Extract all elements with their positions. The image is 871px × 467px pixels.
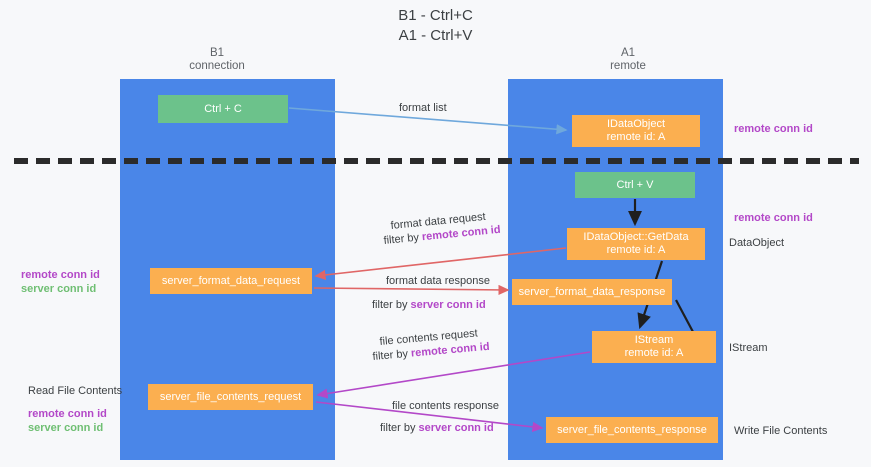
annotation-left-format-keys: remote conn id server conn id bbox=[21, 268, 100, 296]
node-idataobject-getdata[interactable]: IDataObject::GetData remote id: A bbox=[567, 228, 705, 260]
edge-label-file-contents-response: file contents response bbox=[392, 400, 500, 412]
filter-prefix: filter by bbox=[380, 422, 419, 434]
node-idataobject[interactable]: IDataObject remote id: A bbox=[572, 115, 700, 147]
column-header-b1-role: connection bbox=[189, 60, 245, 72]
column-header-a1-name: A1 bbox=[620, 47, 636, 59]
node-idataobject-sub: remote id: A bbox=[606, 131, 666, 143]
filter-key-server-conn-id: server conn id bbox=[410, 299, 486, 311]
annotation-left-file-remote: remote conn id bbox=[28, 408, 107, 420]
node-idataobject-label: IDataObject bbox=[606, 118, 666, 130]
title-line-2: A1 - Ctrl+V bbox=[398, 27, 473, 44]
annotation-left-format-remote: remote conn id bbox=[21, 269, 100, 281]
node-idataobject-getdata-label: IDataObject::GetData bbox=[583, 231, 689, 243]
page-title: B1 - Ctrl+C A1 - Ctrl+V bbox=[0, 6, 871, 46]
annotation-left-format-server: server conn id bbox=[21, 283, 97, 295]
annotation-remote-conn-id-mid: remote conn id bbox=[734, 212, 813, 224]
node-server-file-contents-request-label: server_file_contents_request bbox=[159, 390, 302, 403]
edge-label-format-data-response: format data response bbox=[386, 275, 490, 287]
node-ctrl-v-label: Ctrl + V bbox=[616, 178, 654, 191]
filter-prefix: filter by bbox=[372, 347, 412, 363]
node-server-file-contents-request[interactable]: server_file_contents_request bbox=[148, 384, 313, 410]
node-server-format-data-response[interactable]: server_format_data_response bbox=[512, 279, 672, 305]
edge-label-format-data-response-filter: filter by server conn id bbox=[372, 298, 486, 312]
node-server-format-data-request-label: server_format_data_request bbox=[161, 274, 301, 287]
annotation-read-file-contents: Read File Contents bbox=[28, 385, 123, 397]
filter-key-server-conn-id: server conn id bbox=[418, 422, 494, 434]
node-ctrl-c-label: Ctrl + C bbox=[204, 102, 242, 115]
node-istream-label: IStream bbox=[634, 334, 674, 346]
node-istream[interactable]: IStream remote id: A bbox=[592, 331, 716, 363]
column-header-a1: A1 remote bbox=[548, 47, 708, 73]
annotation-left-file-keys: Read File Contents remote conn id server… bbox=[28, 384, 122, 435]
column-header-b1-name: B1 bbox=[209, 47, 225, 59]
annotation-remote-conn-id-top: remote conn id bbox=[734, 123, 813, 135]
node-server-format-data-response-label: server_format_data_response bbox=[518, 285, 666, 298]
phase-divider bbox=[14, 158, 859, 164]
node-istream-sub: remote id: A bbox=[624, 347, 684, 359]
edge-label-file-contents-response-filter: filter by server conn id bbox=[380, 421, 494, 435]
edge-label-format-list: format list bbox=[399, 102, 447, 114]
annotation-dataobject: DataObject bbox=[729, 237, 785, 249]
node-server-file-contents-response-label: server_file_contents_response bbox=[557, 423, 707, 436]
filter-prefix: filter by bbox=[383, 231, 423, 247]
annotation-istream: IStream bbox=[729, 342, 768, 354]
node-ctrl-c[interactable]: Ctrl + C bbox=[158, 95, 288, 123]
filter-prefix: filter by bbox=[372, 299, 411, 311]
node-ctrl-v[interactable]: Ctrl + V bbox=[575, 172, 695, 198]
annotation-left-file-server: server conn id bbox=[28, 422, 104, 434]
node-idataobject-getdata-sub: remote id: A bbox=[606, 244, 666, 256]
column-header-b1: B1 connection bbox=[137, 47, 297, 73]
title-line-1: B1 - Ctrl+C bbox=[398, 7, 473, 24]
node-server-file-contents-response[interactable]: server_file_contents_response bbox=[546, 417, 718, 443]
node-server-format-data-request[interactable]: server_format_data_request bbox=[150, 268, 312, 294]
annotation-write-file-contents: Write File Contents bbox=[734, 425, 828, 437]
column-header-a1-role: remote bbox=[610, 60, 646, 72]
